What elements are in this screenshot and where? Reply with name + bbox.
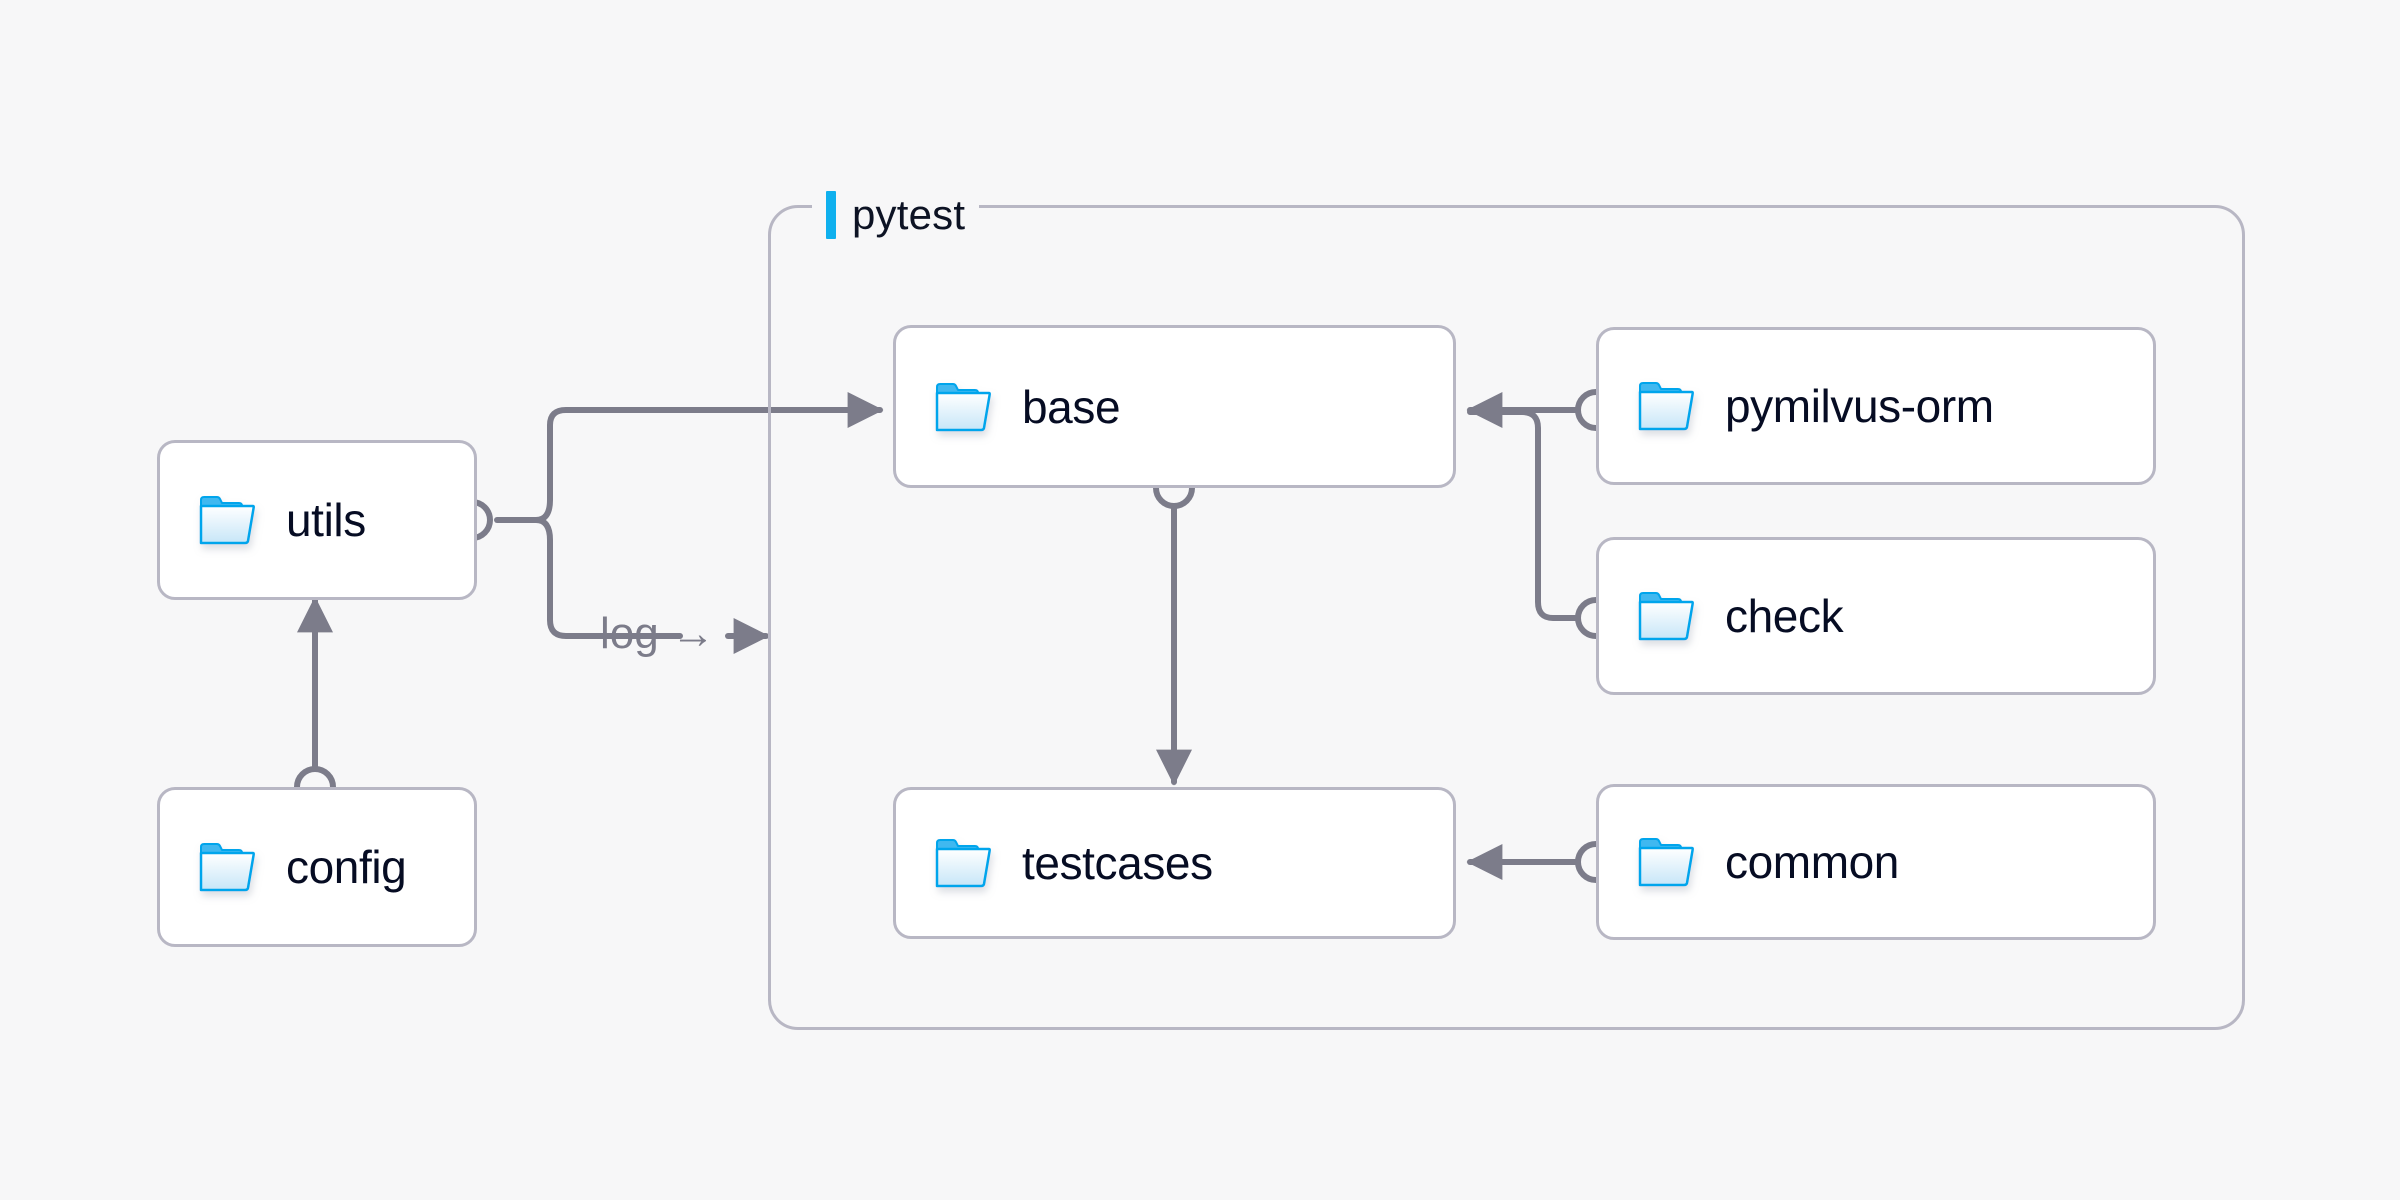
group-title: pytest <box>852 191 966 238</box>
node-label: common <box>1725 836 1899 888</box>
folder-icon <box>1637 837 1695 887</box>
node-config[interactable]: config <box>157 787 477 947</box>
node-label: pymilvus-orm <box>1725 380 1994 432</box>
folder-icon <box>1637 381 1695 431</box>
node-utils[interactable]: utils <box>157 440 477 600</box>
group-pytest-label: pytest <box>812 187 980 243</box>
node-label: config <box>286 841 407 893</box>
node-check[interactable]: check <box>1596 537 2156 695</box>
folder-icon <box>1637 591 1695 641</box>
node-label: utils <box>286 494 366 546</box>
node-common[interactable]: common <box>1596 784 2156 940</box>
group-pytest <box>768 205 2245 1030</box>
folder-icon <box>198 495 256 545</box>
node-testcases[interactable]: testcases <box>893 787 1456 939</box>
node-label: check <box>1725 590 1844 642</box>
node-base[interactable]: base <box>893 325 1456 488</box>
node-pymilvus-orm[interactable]: pymilvus-orm <box>1596 327 2156 485</box>
folder-icon <box>934 838 992 888</box>
edge-label-log: log → <box>600 609 715 658</box>
node-label: testcases <box>1022 837 1213 889</box>
folder-icon <box>198 842 256 892</box>
node-label: base <box>1022 380 1121 433</box>
accent-bar-icon <box>826 191 836 239</box>
folder-icon <box>934 382 992 432</box>
